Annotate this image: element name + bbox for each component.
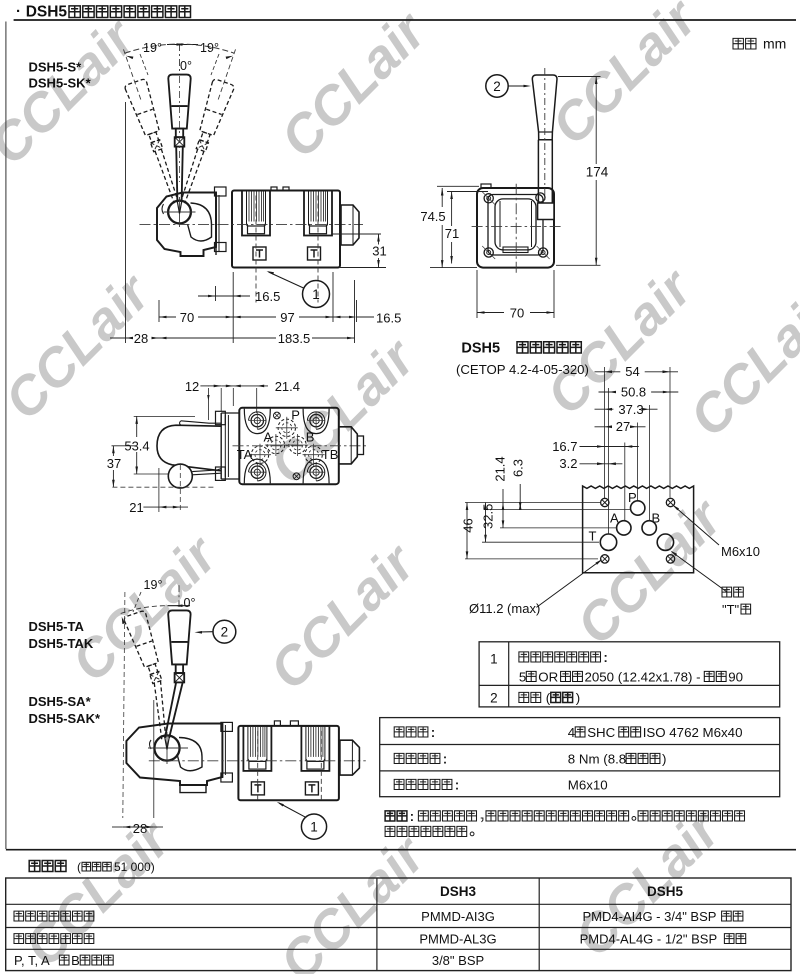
svg-text:16.5: 16.5 <box>255 289 280 304</box>
svg-text:DSH5: DSH5 <box>26 4 68 21</box>
svg-text:OR: OR <box>538 670 558 685</box>
svg-text:): ) <box>662 752 666 767</box>
svg-text:1: 1 <box>490 652 498 667</box>
svg-text:70: 70 <box>180 310 194 325</box>
svg-text:31: 31 <box>372 244 386 259</box>
svg-text:DSH5-S*: DSH5-S* <box>29 60 83 75</box>
svg-text:B: B <box>71 953 80 968</box>
svg-text:"T": "T" <box>722 602 740 617</box>
svg-text:TA: TA <box>237 447 253 462</box>
svg-text:SHC: SHC <box>587 725 615 740</box>
svg-text:1: 1 <box>310 820 318 835</box>
svg-text:19°: 19° <box>143 41 162 55</box>
svg-text:27: 27 <box>616 419 630 434</box>
svg-text:12: 12 <box>185 379 199 394</box>
svg-text:5: 5 <box>519 670 526 685</box>
svg-text:70: 70 <box>510 306 524 321</box>
svg-text:74.5: 74.5 <box>420 209 445 224</box>
svg-text:A: A <box>610 511 619 526</box>
svg-text:19°: 19° <box>144 578 163 592</box>
svg-text:54: 54 <box>625 364 639 379</box>
svg-text:P: P <box>628 490 637 505</box>
svg-text:B: B <box>306 429 315 444</box>
svg-text:32.5: 32.5 <box>481 504 496 529</box>
svg-text:A: A <box>264 429 273 444</box>
svg-text:97: 97 <box>280 310 294 325</box>
svg-text:2: 2 <box>221 625 229 640</box>
svg-text:2: 2 <box>490 691 498 706</box>
svg-text:B: B <box>652 511 661 526</box>
svg-text:50.8: 50.8 <box>621 385 646 400</box>
svg-text:1: 1 <box>312 287 320 302</box>
svg-text:DSH5-SAK*: DSH5-SAK* <box>29 711 101 726</box>
svg-text:TB: TB <box>322 447 339 462</box>
svg-text:8 Nm (8.8: 8 Nm (8.8 <box>568 752 626 767</box>
svg-text:21.4: 21.4 <box>493 456 508 481</box>
svg-text:mm: mm <box>763 36 786 52</box>
svg-text:0°: 0° <box>184 596 196 610</box>
svg-text:21.4: 21.4 <box>275 379 300 394</box>
svg-text:PMD4-AL4G - 1/2" BSP: PMD4-AL4G - 1/2" BSP <box>580 932 718 947</box>
svg-text:(: ( <box>77 860 81 874</box>
svg-text:M6x10: M6x10 <box>721 544 760 559</box>
svg-text:37: 37 <box>107 456 121 471</box>
svg-text:DSH5-SA*: DSH5-SA* <box>29 694 92 709</box>
svg-text:(: ( <box>546 691 551 706</box>
svg-text:PMMD-AI3G: PMMD-AI3G <box>421 909 495 924</box>
svg-text:53.4: 53.4 <box>124 439 149 454</box>
svg-text:2: 2 <box>493 79 501 94</box>
svg-text:P, T, A: P, T, A <box>14 953 50 968</box>
svg-text:183.5: 183.5 <box>278 331 311 346</box>
svg-text:M6x10: M6x10 <box>568 778 608 793</box>
svg-text:3/8" BSP: 3/8" BSP <box>432 953 484 968</box>
svg-text:3.2: 3.2 <box>559 456 577 471</box>
svg-text:16.7: 16.7 <box>552 439 577 454</box>
svg-text:0°: 0° <box>180 59 192 73</box>
svg-text:28: 28 <box>134 331 148 346</box>
svg-text:37.3: 37.3 <box>618 402 643 417</box>
svg-text:51 000): 51 000) <box>114 860 155 874</box>
svg-text:DSH5-TA: DSH5-TA <box>29 619 85 634</box>
svg-text:19°: 19° <box>200 41 219 55</box>
svg-text:DSH3: DSH3 <box>440 884 477 899</box>
svg-text:21: 21 <box>129 500 143 515</box>
svg-text:DSH5-SK*: DSH5-SK* <box>29 76 92 91</box>
svg-text:T: T <box>589 529 597 544</box>
svg-text:71: 71 <box>445 226 459 241</box>
svg-text:Ø11.2 (max): Ø11.2 (max) <box>469 601 540 616</box>
svg-text:6.3: 6.3 <box>511 459 526 477</box>
svg-text:28: 28 <box>133 821 147 836</box>
svg-text:4: 4 <box>568 725 575 740</box>
svg-text:P: P <box>291 408 300 423</box>
svg-text:DSH5: DSH5 <box>647 884 684 899</box>
svg-text:(CETOP 4.2-4-05-320): (CETOP 4.2-4-05-320) <box>456 362 589 377</box>
svg-text:90: 90 <box>728 670 743 685</box>
svg-text:PMMD-AL3G: PMMD-AL3G <box>419 932 496 947</box>
svg-text:16.5: 16.5 <box>376 311 401 326</box>
svg-text:PMD4-AI4G - 3/4" BSP: PMD4-AI4G - 3/4" BSP <box>583 909 717 924</box>
svg-text:174: 174 <box>586 165 609 180</box>
svg-text:ISO 4762 M6x40: ISO 4762 M6x40 <box>643 725 743 740</box>
svg-text:2050 (12.42x1.78) -: 2050 (12.42x1.78) - <box>585 670 701 685</box>
svg-text:·: · <box>16 3 21 20</box>
svg-text:DSH5: DSH5 <box>461 341 500 357</box>
svg-text:46: 46 <box>461 518 476 532</box>
svg-text:): ) <box>576 691 580 706</box>
svg-text:DSH5-TAK: DSH5-TAK <box>29 636 94 651</box>
